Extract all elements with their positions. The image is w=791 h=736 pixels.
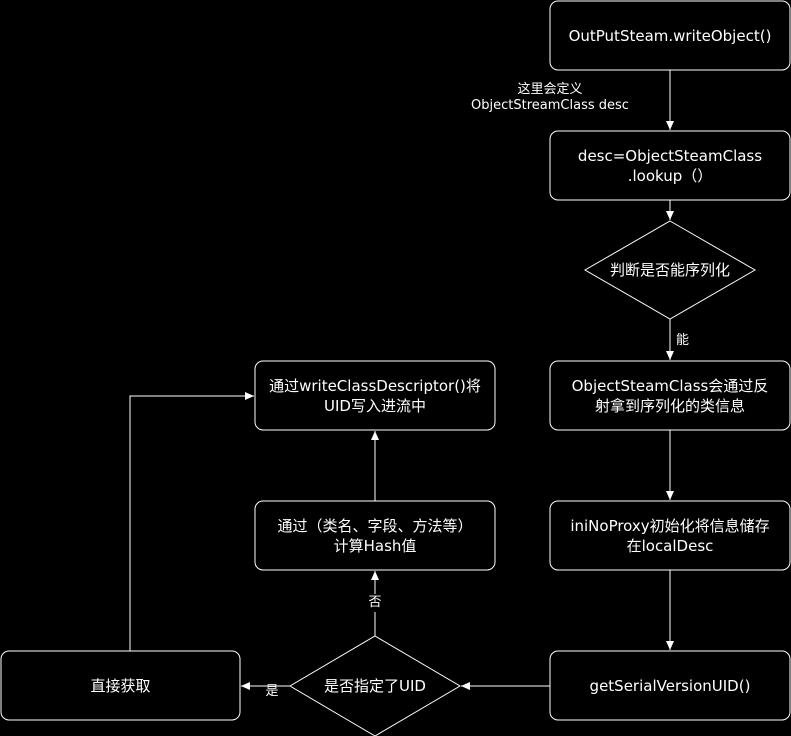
direct-get-text: 直接获取 [90, 676, 151, 695]
direct-get-box [0, 650, 241, 721]
lookup-text: desc=ObjectSteamClass .lookup（） [577, 146, 763, 185]
write-descriptor-box [254, 360, 496, 431]
can-serialize-text: 判断是否能序列化 [609, 261, 730, 279]
ini-no-proxy-text: iniNoProxy初始化将信息储存 在localDesc [570, 516, 770, 555]
uid-specified-diamond [289, 635, 461, 736]
edge-label-yes: 是 [265, 684, 279, 699]
get-uid-text: getSerialVersionUID() [589, 676, 751, 695]
label-bg-yes-can [676, 332, 694, 350]
edge-label-yes-can: 能 [676, 333, 690, 348]
edge-label-no: 否 [368, 595, 382, 610]
reflect-text: ObjectSteamClass会通过反 射拿到序列化的类信息 [571, 376, 769, 415]
label-bg-no [366, 594, 384, 612]
write-object-text: OutPutSteam.writeObject() [568, 26, 772, 45]
uid-specified-text: 是否指定了UID [324, 677, 426, 695]
edge-label-define-desc: 这里会定义 ObjectStreamClass desc [471, 82, 629, 113]
write-descriptor-text: 通过writeClassDescriptor()将 UID写入进流中 [269, 376, 481, 415]
compute-hash-text: 通过（类名、字段、方法等） 计算Hash值 [277, 516, 473, 555]
edge-directget-to-writedescriptor [129, 392, 254, 651]
